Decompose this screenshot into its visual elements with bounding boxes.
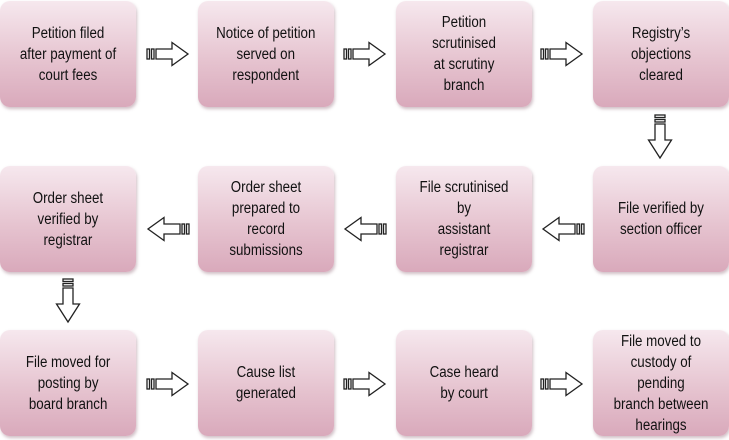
step-order-sheet-prepared: Order sheet prepared to record submissio… [198,166,334,272]
step-label: File scrutinised by assistant registrar [419,179,509,259]
step-file-verified: File verified by section officer [593,166,729,272]
arrow-left-icon [146,216,190,242]
arrow-right-icon [540,41,584,67]
arrow-right-icon [540,371,584,397]
step-label: Order sheet verified by registrar [32,189,104,249]
arrow-left-icon [541,216,585,242]
step-label: Petition filed after payment of court fe… [19,24,117,84]
step-cause-list: Cause list generated [198,330,334,436]
arrow-down-icon [647,114,673,160]
arrow-right-icon [343,371,387,397]
arrow-right-icon [146,41,190,67]
arrow-right-icon [343,41,387,67]
step-label: Petition scrutinised at scrutiny branch [432,14,496,94]
step-petition-filed: Petition filed after payment of court fe… [0,1,136,107]
step-petition-scrutinised: Petition scrutinised at scrutiny branch [396,1,532,107]
arrow-down-icon [55,278,81,324]
step-board-branch: File moved for posting by board branch [0,330,136,436]
arrow-right-icon [146,371,190,397]
step-label: Registry’s objections cleared [630,24,692,84]
step-label: File moved to custody of pending branch … [613,332,709,434]
step-label: Notice of petition served on respondent [216,24,316,84]
step-label: File moved for posting by board branch [25,353,111,413]
step-label: Cause list generated [235,364,297,402]
step-assistant-registrar: File scrutinised by assistant registrar [396,166,532,272]
step-case-heard: Case heard by court [396,330,532,436]
step-order-sheet-verified: Order sheet verified by registrar [0,166,136,272]
step-label: Order sheet prepared to record submissio… [229,179,303,259]
step-objections-cleared: Registry’s objections cleared [593,1,729,107]
arrow-left-icon [343,216,387,242]
step-pending-branch: File moved to custody of pending branch … [593,330,729,436]
step-label: File verified by section officer [618,200,704,238]
step-label: Case heard by court [429,364,499,402]
step-notice-served: Notice of petition served on respondent [198,1,334,107]
